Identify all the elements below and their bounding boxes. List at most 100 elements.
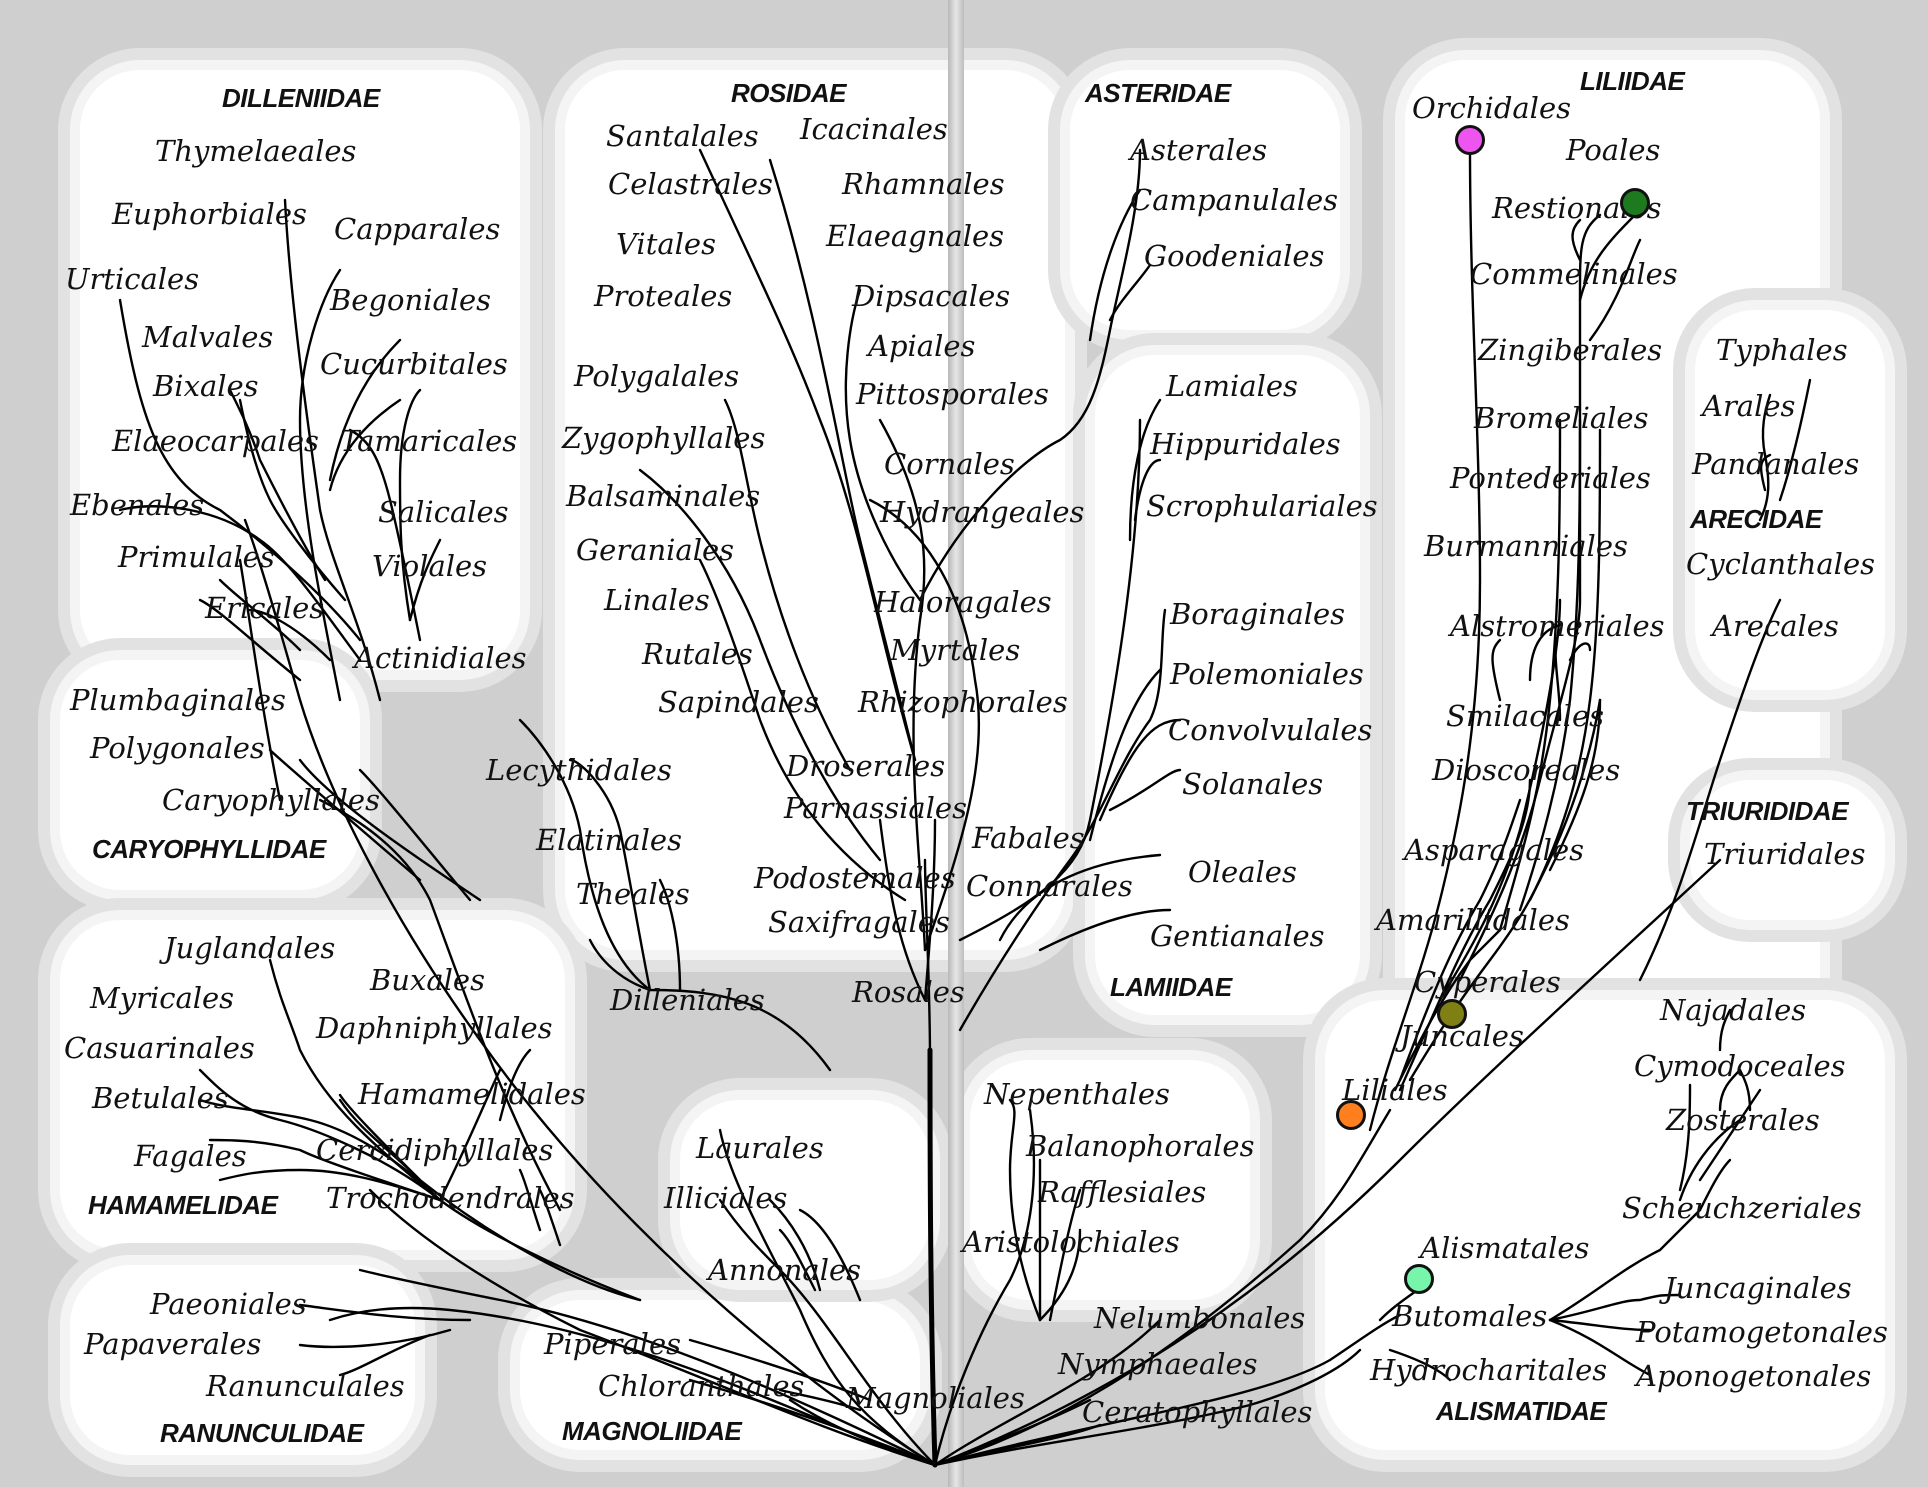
region-caryophyllidae [60,660,360,890]
order-najadales: Najadales [1660,993,1807,1027]
order-geraniales: Geraniales [576,533,735,567]
order-begoniales: Begoniales [330,283,492,317]
group-label-triurididae: TRIURIDIDAE [1686,796,1849,826]
order-saxifragales: Saxifragales [768,905,950,939]
order-cucurbitales: Cucurbitales [320,347,508,381]
order-vitales: Vitales [616,227,716,261]
order-solanales: Solanales [1182,767,1324,801]
group-label-magnoliidae: MAGNOLIIDAE [562,1416,742,1446]
order-casuarinales: Casuarinales [64,1031,255,1065]
order-elaeagnales: Elaeagnales [826,219,1005,253]
order-bromeliales: Bromeliales [1474,401,1649,435]
order-paeoniales: Paeoniales [150,1287,307,1321]
order-elatinales: Elatinales [536,823,682,857]
group-label-hamamelidae: HAMAMELIDAE [88,1190,278,1220]
order-actinidiales: Actinidiales [354,641,527,675]
order-parnassiales: Parnassiales [784,791,967,825]
order-smilacales: Smilacales [1446,699,1605,733]
region-ranunculidae [70,1265,415,1455]
order-buxales: Buxales [370,963,485,997]
order-celastrales: Celastrales [608,167,773,201]
order-alstromeriales: Alstromeriales [1450,609,1665,643]
order-nepenthales: Nepenthales [984,1077,1170,1111]
order-hydrocharitales: Hydrocharitales [1370,1353,1608,1387]
order-polygalales: Polygalales [574,359,740,393]
order-typhales: Typhales [1716,333,1848,367]
order-primulales: Primulales [118,540,275,574]
order-piperales: Piperales [544,1327,681,1361]
order-aristolochiales: Aristolochiales [962,1225,1180,1259]
order-betulales: Betulales [92,1081,229,1115]
region-hamamelidae [60,920,565,1250]
order-bixales: Bixales [153,369,259,403]
order-droserales: Droserales [786,749,946,783]
order-cercidiphyllales: Cercidiphyllales [316,1133,554,1167]
region-magnoliidae [520,1300,920,1450]
order-pittosporales: Pittosporales [856,377,1049,411]
region-asteridae [1070,70,1340,330]
book-fold [948,0,964,1487]
order-theales: Theales [576,877,690,911]
group-label-rosidae: ROSIDAE [731,78,846,108]
order-sapindales: Sapindales [658,685,819,719]
order-ranunculales: Ranunculales [206,1369,405,1403]
order-urticales: Urticales [65,262,200,296]
order-hippuridales: Hippuridales [1150,427,1341,461]
order-triuridales: Triuridales [1704,837,1866,871]
order-oleales: Oleales [1188,855,1297,889]
order-nelumbonales: Nelumbonales [1094,1301,1306,1335]
order-ebenales: Ebenales [70,488,205,522]
group-label-caryophyllidae: CARYOPHYLLIDAE [92,834,326,864]
order-polygonales: Polygonales [90,731,265,765]
order-balsaminales: Balsaminales [566,479,761,513]
order-pandanales: Pandanales [1692,447,1860,481]
order-plumbaginales: Plumbaginales [70,683,286,717]
order-laurales: Laurales [696,1131,824,1165]
order-myricales: Myricales [90,981,235,1015]
marker-alismatales [1404,1264,1434,1294]
order-orchidales: Orchidales [1412,91,1572,125]
order-scheuchzeriales: Scheuchzeriales [1622,1191,1862,1225]
order-nymphaeales: Nymphaeales [1058,1347,1258,1381]
order-tamaricales: Tamaricales [340,424,518,458]
order-cymodoceales: Cymodoceales [1634,1049,1846,1083]
order-haloragales: Haloragales [874,585,1052,619]
order-apiales: Apiales [868,329,976,363]
region-rosidae [565,70,1065,950]
order-hamamelidales: Hamamelidales [358,1077,586,1111]
order-lecythidales: Lecythidales [486,753,672,787]
order-arecales: Arecales [1712,609,1839,643]
order-chloranthales: Chloranthales [598,1369,805,1403]
order-balanophorales: Balanophorales [1026,1129,1255,1163]
order-rhizophorales: Rhizophorales [858,685,1068,719]
order-dipsacales: Dipsacales [852,279,1011,313]
order-caryophyllales: Caryophyllales [162,783,380,817]
order-papaverales: Papaverales [84,1327,262,1361]
order-santalales: Santalales [606,119,759,153]
order-zosterales: Zosterales [1666,1103,1820,1137]
order-elaeocarpales: Elaeocarpales [112,424,319,458]
group-label-liliidae: LILIIDAE [1580,66,1685,96]
order-rutales: Rutales [642,637,753,671]
order-scrophulariales: Scrophulariales [1146,489,1378,523]
order-campanulales: Campanulales [1130,183,1339,217]
group-label-asteridae: ASTERIDAE [1085,78,1231,108]
order-butomales: Butomales [1392,1299,1548,1333]
marker-orchidales [1455,125,1485,155]
order-gentianales: Gentianales [1150,919,1325,953]
order-cornales: Cornales [884,447,1015,481]
order-magnoliales: Magnoliales [846,1381,1025,1415]
order-cyperales: Cyperales [1414,965,1561,999]
order-poales: Poales [1566,133,1661,167]
order-annonales: Annonales [708,1253,862,1287]
order-illiciales: Illiciales [664,1181,788,1215]
order-burmanniales: Burmanniales [1424,529,1628,563]
order-juncaginales: Juncaginales [1664,1271,1852,1305]
order-daphniphyllales: Daphniphyllales [316,1011,553,1045]
order-convolvulales: Convolvulales [1168,713,1373,747]
order-myrtales: Myrtales [890,633,1021,667]
group-label-lamiidae: LAMIIDAE [1110,972,1232,1002]
order-cyclanthales: Cyclanthales [1686,547,1875,581]
